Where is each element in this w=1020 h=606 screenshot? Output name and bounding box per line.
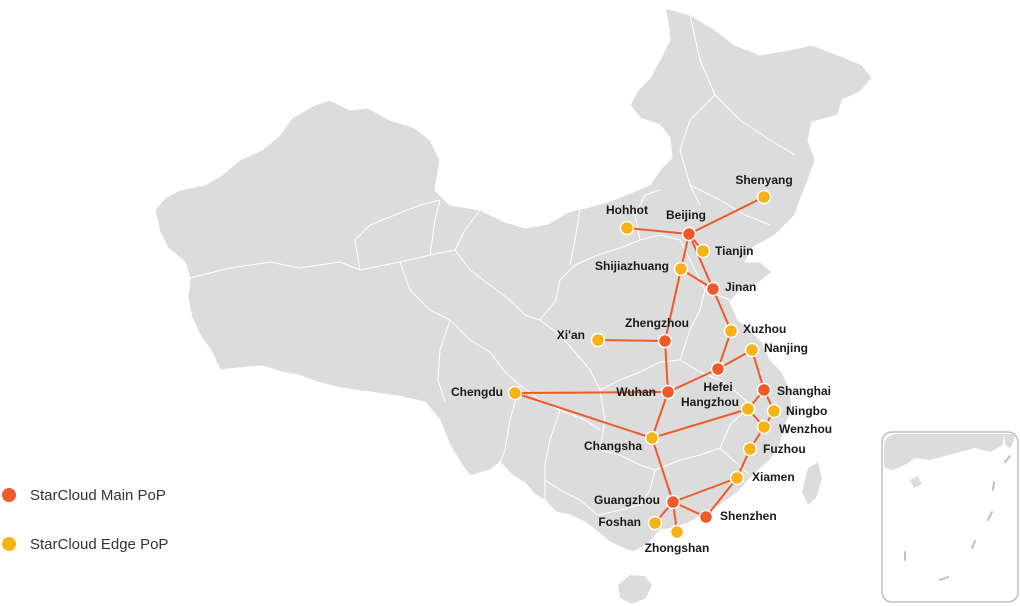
beijing-label: Beijing — [666, 208, 706, 222]
fuzhou-label: Fuzhou — [763, 442, 806, 456]
link-xiamen-shenzhen — [705, 477, 738, 518]
link-beijing-hohhot — [626, 227, 690, 235]
hohhot-label: Hohhot — [606, 203, 648, 217]
network-links — [514, 196, 775, 533]
chengdu-label: Chengdu — [451, 385, 503, 399]
shijiazhuang-label: Shijiazhuang — [595, 259, 669, 273]
changsha-edge-pop-marker[interactable] — [644, 430, 660, 446]
province-borders — [189, 14, 796, 516]
link-xian-zhengzhou — [597, 339, 666, 342]
chengdu-edge-pop-marker[interactable] — [507, 385, 523, 401]
south-china-sea-inset — [881, 431, 1019, 603]
foshan-label: Foshan — [598, 515, 641, 529]
shanghai-main-pop-marker[interactable] — [756, 382, 772, 398]
link-shijiazhuang-zhengzhou — [664, 268, 682, 342]
foshan-edge-pop-marker[interactable] — [647, 515, 663, 531]
edge-pop-marker-icon — [2, 537, 16, 551]
wuhan-label: Wuhan — [616, 385, 656, 399]
tianjin-label: Tianjin — [715, 244, 753, 258]
legend-label-main: StarCloud Main PoP — [30, 486, 166, 504]
jinan-label: Jinan — [725, 280, 756, 294]
taiwan-island — [802, 462, 822, 505]
zhengzhou-main-pop-marker[interactable] — [657, 333, 673, 349]
beijing-main-pop-marker[interactable] — [681, 226, 697, 242]
legend-label-edge: StarCloud Edge PoP — [30, 535, 169, 553]
link-wuhan-changsha — [651, 391, 669, 439]
link-chengdu-changsha — [514, 392, 653, 439]
wuhan-main-pop-marker[interactable] — [660, 384, 676, 400]
zhongshan-label: Zhongshan — [645, 541, 710, 555]
link-xiamen-guangzhou — [672, 477, 738, 503]
link-changsha-hangzhou — [651, 408, 749, 439]
wenzhou-edge-pop-marker[interactable] — [756, 419, 772, 435]
shenzhen-label: Shenzhen — [720, 509, 777, 523]
link-beijing-jinan — [688, 233, 714, 290]
hohhot-edge-pop-marker[interactable] — [619, 220, 635, 236]
guangzhou-label: Guangzhou — [594, 493, 660, 507]
legend: StarCloud Main PoP StarCloud Edge PoP — [0, 482, 168, 580]
hefei-label: Hefei — [703, 380, 732, 394]
shenyang-label: Shenyang — [735, 173, 792, 187]
xiamen-edge-pop-marker[interactable] — [729, 470, 745, 486]
xiamen-label: Xiamen — [752, 470, 795, 484]
xuzhou-label: Xuzhou — [743, 322, 786, 336]
legend-item-main: StarCloud Main PoP — [0, 482, 168, 508]
wenzhou-label: Wenzhou — [779, 422, 832, 436]
shenzhen-main-pop-marker[interactable] — [698, 509, 714, 525]
link-zhengzhou-wuhan — [664, 340, 669, 393]
link-jinan-xuzhou — [712, 288, 732, 332]
xuzhou-edge-pop-marker[interactable] — [723, 323, 739, 339]
zhongshan-edge-pop-marker[interactable] — [669, 524, 685, 540]
hefei-main-pop-marker[interactable] — [710, 361, 726, 377]
fuzhou-edge-pop-marker[interactable] — [742, 441, 758, 457]
link-chengdu-wuhan — [514, 391, 669, 394]
changsha-label: Changsha — [584, 439, 642, 453]
hangzhou-label: Hangzhou — [681, 395, 739, 409]
shanghai-label: Shanghai — [777, 384, 831, 398]
china-landmass — [154, 7, 873, 553]
xian-edge-pop-marker[interactable] — [590, 332, 606, 348]
shenyang-edge-pop-marker[interactable] — [756, 189, 772, 205]
nanjing-edge-pop-marker[interactable] — [744, 342, 760, 358]
ningbo-edge-pop-marker[interactable] — [766, 403, 782, 419]
guangzhou-main-pop-marker[interactable] — [665, 494, 681, 510]
shijiazhuang-edge-pop-marker[interactable] — [673, 261, 689, 277]
hangzhou-edge-pop-marker[interactable] — [740, 401, 756, 417]
link-hefei-wuhan — [667, 368, 719, 393]
hainan-island — [618, 575, 652, 604]
jinan-main-pop-marker[interactable] — [705, 281, 721, 297]
tianjin-edge-pop-marker[interactable] — [695, 243, 711, 259]
ningbo-label: Ningbo — [786, 404, 827, 418]
nanjing-label: Nanjing — [764, 341, 808, 355]
link-beijing-shenyang — [688, 196, 765, 235]
xian-label: Xi'an — [557, 328, 585, 342]
main-pop-marker-icon — [2, 488, 16, 502]
link-changsha-guangzhou — [651, 437, 674, 503]
zhengzhou-label: Zhengzhou — [625, 316, 689, 330]
legend-item-edge: StarCloud Edge PoP — [0, 531, 168, 557]
